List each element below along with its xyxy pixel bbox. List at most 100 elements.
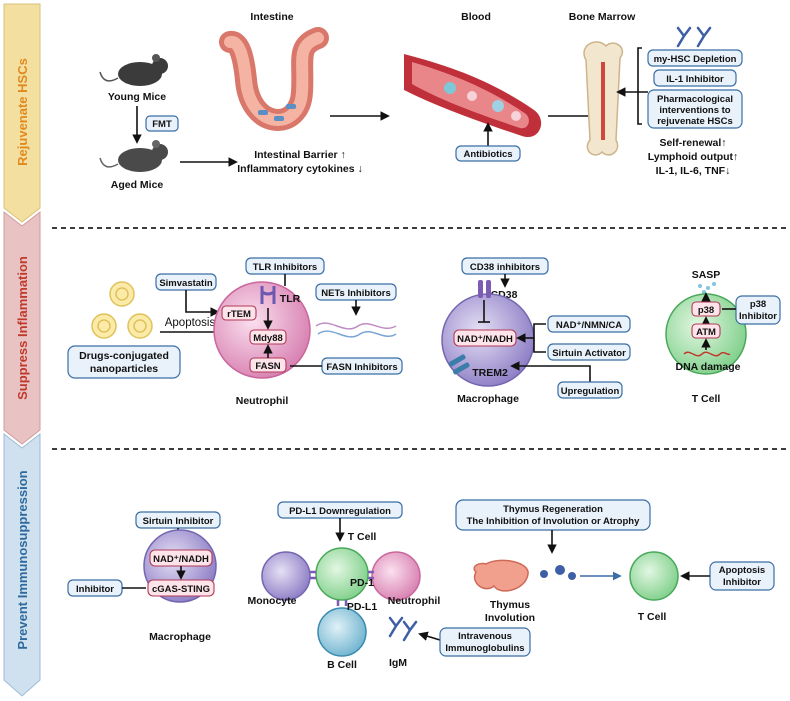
apoptosis-inh-line2: Inhibitor	[723, 577, 761, 588]
fmt-box	[145, 115, 179, 132]
neutrophil-cell-bottom	[371, 551, 421, 601]
inflammatory-cytokines-label: Inflammatory cytokines ↓	[237, 163, 362, 175]
pdl1-label: PD-L1	[347, 601, 377, 613]
antibiotics-box	[455, 145, 521, 162]
upregulation-arrow	[510, 361, 591, 382]
t-cell-right	[629, 551, 679, 601]
thymus-involution-line2: Involution	[485, 612, 535, 624]
trem2-receptor-icon	[448, 354, 470, 375]
bone-icon	[583, 41, 624, 156]
atm-label: ATM	[696, 327, 716, 338]
ivig-line1: Intravenous	[458, 631, 512, 642]
monocyte-cell	[261, 551, 311, 601]
monocyte-label: Monocyte	[247, 595, 296, 607]
ivig-arrow	[418, 631, 441, 641]
neutrophil-label: Neutrophil	[236, 395, 289, 407]
rtem-label: rTEM	[227, 309, 251, 320]
pharma-line1: Pharmacological	[657, 94, 733, 105]
nets-inhibitors-label: NETs Inhibitors	[321, 288, 391, 299]
sirtuin-activator-box	[547, 343, 631, 361]
ivig-box	[439, 627, 531, 657]
nanoparticles-icon	[91, 281, 153, 339]
fasn-label: FASN	[255, 361, 280, 372]
atm-box	[691, 323, 721, 339]
p38-box	[691, 301, 721, 317]
thymus-icon	[473, 559, 529, 592]
p38-inhibitor-box	[735, 295, 781, 325]
t-cell-label-bottom: T Cell	[348, 531, 377, 543]
trem2-label: TREM2	[472, 367, 508, 379]
thymocyte-dots-icon	[540, 565, 576, 580]
pd1-label: PD-1	[350, 577, 374, 589]
sirtuin-activator-label: Sirtuin Activator	[552, 348, 626, 359]
cgas-sting-box	[147, 579, 215, 597]
rtem-box	[221, 305, 257, 321]
thymus-line2: The Inhibition of Involution or Atrophy	[467, 516, 640, 527]
il-tnf-label: IL-1, IL-6, TNF↓	[656, 165, 731, 177]
p38-inhibitor-line2: Inhibitor	[739, 311, 777, 322]
upregulation-label: Upregulation	[561, 386, 620, 397]
fasn-inhibitors-label: FASN Inhibitors	[326, 362, 397, 373]
thymus-regeneration-box	[455, 499, 651, 531]
pharma-box	[647, 89, 743, 129]
tlr-receptor-icon	[260, 286, 276, 304]
fmt-label: FMT	[152, 119, 172, 130]
antibody-icon	[676, 26, 712, 48]
nad-nadh-label-bottom: NAD⁺/NADH	[153, 554, 209, 565]
apoptosis-label: Apoptosis	[165, 317, 216, 329]
mdy88-box	[249, 329, 287, 345]
igm-label: IgM	[389, 657, 407, 669]
section-label-prevent: Prevent Immunosuppression	[15, 470, 30, 649]
cd38-inhibitors-label: CD38 inhibitors	[470, 262, 540, 273]
dna-icon	[683, 351, 731, 357]
p38-label: p38	[698, 305, 714, 316]
nad-nadh-box-mid	[453, 329, 517, 347]
intestinal-barrier-label: Intestinal Barrier ↑	[254, 149, 346, 161]
nad-nmn-ca-label: NAD⁺/NMN/CA	[556, 320, 622, 331]
intestine-icon	[219, 27, 329, 131]
bone-marrow-title: Bone Marrow	[569, 11, 636, 23]
apoptosis-inh-line1: Apoptosis	[719, 565, 765, 576]
young-mice-label: Young Mice	[108, 91, 166, 103]
pharma-line2: interventions to	[659, 105, 730, 116]
simvastatin-label: Simvastatin	[159, 278, 213, 289]
b-cell	[317, 607, 367, 657]
section-label-rejuvenate: Rejuvenate HSCs	[15, 58, 30, 166]
band-rejuvenate	[3, 3, 41, 223]
pdl1-down-label: PD-L1 Downregulation	[289, 506, 391, 517]
neutrophil-label-bottom: Neutrophil	[388, 595, 441, 607]
drugs-line1: Drugs-conjugated	[79, 350, 169, 362]
t-cell-bottom	[315, 547, 369, 601]
igm-antibody-icon	[388, 616, 418, 642]
cd38-receptor-icon	[478, 280, 491, 298]
nad-nadh-label-mid: NAD⁺/NADH	[457, 334, 513, 345]
nad-bracket	[533, 323, 546, 353]
il1-inhibitor-label: IL-1 Inhibitor	[666, 74, 724, 85]
dna-damage-label: DNA damage	[676, 361, 741, 373]
lymphoid-output-label: Lymphoid output↑	[648, 151, 739, 163]
pd1-receptor-icons	[310, 570, 374, 606]
t-cell-label-right: T Cell	[638, 611, 667, 623]
antibiotics-label: Antibiotics	[463, 149, 512, 160]
cgas-sting-label: cGAS-STING	[152, 584, 210, 595]
blood-vessel-icon	[404, 54, 542, 138]
t-cell-label-mid: T Cell	[692, 393, 721, 405]
blood-title: Blood	[461, 11, 491, 23]
drugs-line2: nanoparticles	[90, 363, 158, 375]
sasp-dots-icon	[698, 282, 716, 294]
band-prevent	[3, 432, 41, 697]
mdy88-label: Mdy88	[253, 333, 283, 344]
il1-inhibitor-box	[653, 69, 737, 87]
thymus-line1: Thymus Regeneration	[503, 504, 603, 515]
section-label-suppress: Suppress Inflammation	[15, 256, 30, 400]
marrow-bracket	[637, 47, 642, 125]
macrophage-label-bottom: Macrophage	[149, 631, 211, 643]
thymus-involution-line1: Thymus	[490, 599, 530, 611]
sirtuin-inhibitor-label: Sirtuin Inhibitor	[143, 516, 214, 527]
intestine-title: Intestine	[250, 11, 293, 23]
upregulation-box	[557, 381, 623, 399]
tlr-label: TLR	[280, 293, 301, 305]
young-mouse-icon	[99, 54, 168, 86]
nad-nmn-ca-box	[547, 315, 631, 333]
